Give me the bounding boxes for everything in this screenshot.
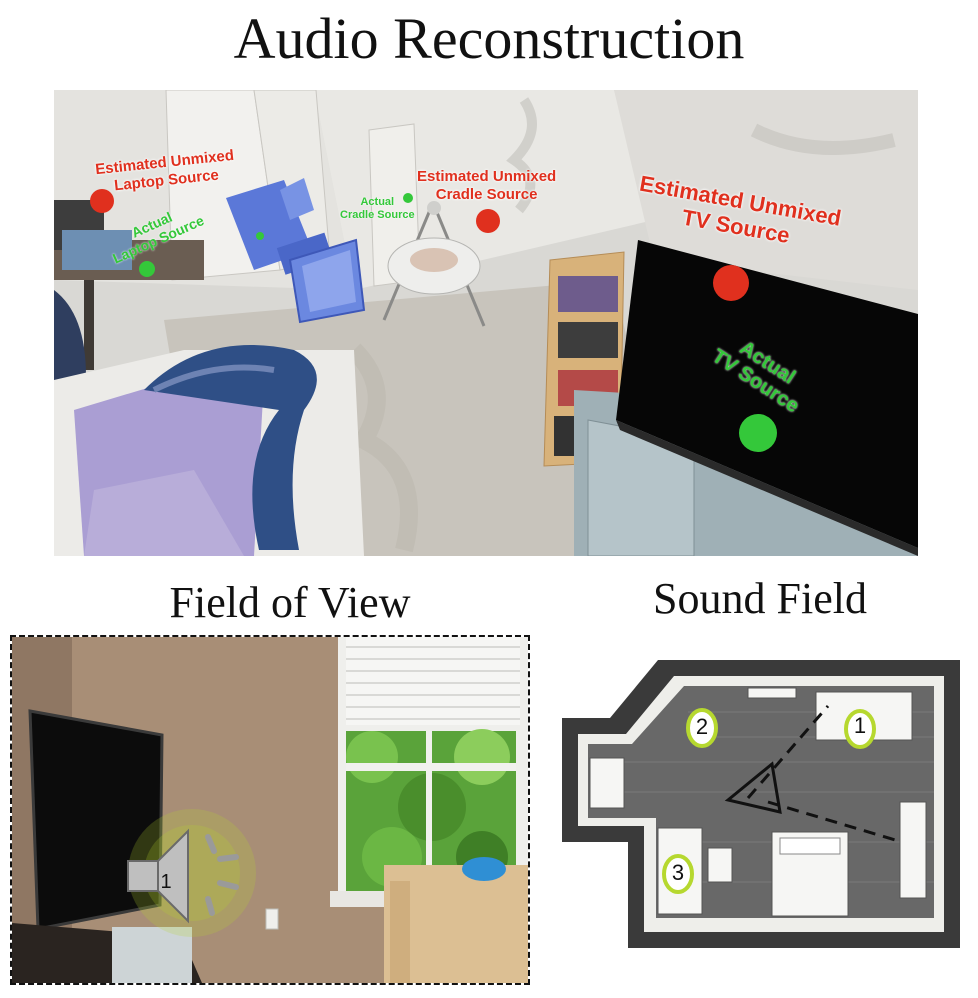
main-title: Audio Reconstruction: [233, 6, 745, 71]
cradle-estimated-label: Estimated Unmixed Cradle Source: [417, 168, 557, 203]
floorplan-diagram: [562, 660, 960, 948]
tv-estimated-marker: [713, 265, 749, 301]
field-of-view-scene: [12, 637, 528, 983]
cradle-estimated-marker: [476, 209, 500, 233]
tv-actual-marker: [739, 414, 777, 452]
cradle-actual-marker: [403, 193, 413, 203]
sound-source-2-marker: [686, 708, 718, 748]
reconstruction-view: Estimated Unmixed Laptop Source Actual L…: [54, 90, 918, 556]
speaker-icon: [127, 809, 256, 937]
sound-source-1-marker: [844, 709, 876, 749]
sound-source-3-marker: [662, 854, 694, 894]
field-of-view-title: Field of View: [169, 578, 411, 627]
sound-field-floorplan: 1 2 3: [558, 652, 966, 954]
sound-source-3-label: 3: [671, 860, 685, 885]
camera-icon: [226, 178, 366, 324]
reconstruction-scene: [54, 90, 918, 556]
laptop-actual-marker: [139, 261, 155, 277]
sound-source-1-label: 1: [853, 713, 867, 738]
field-of-view-photo: 1: [10, 635, 530, 985]
laptop-estimated-marker: [90, 189, 114, 213]
cradle-actual-label: Actual Cradle Source: [340, 196, 415, 221]
speaker-number: 1: [160, 871, 172, 893]
sound-field-title: Sound Field: [653, 574, 867, 623]
sound-source-2-label: 2: [695, 714, 709, 739]
